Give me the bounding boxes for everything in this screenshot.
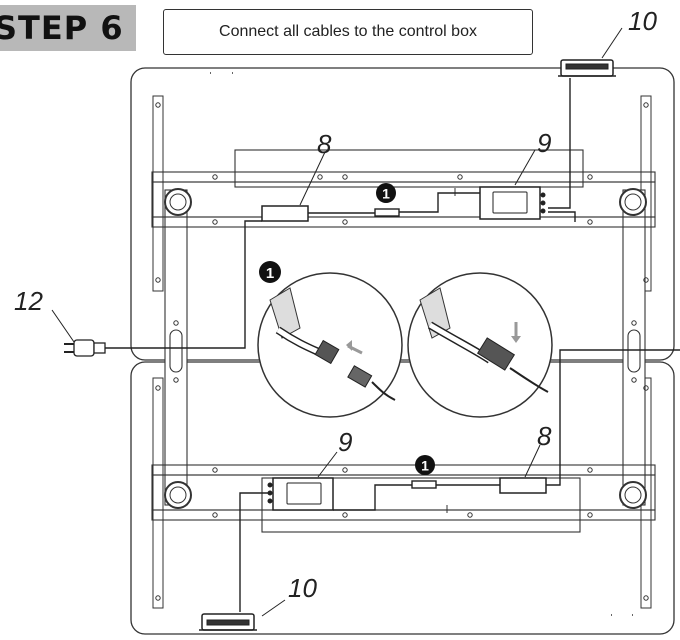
power-cord-leader	[51, 309, 75, 343]
screw-holes	[155, 102, 649, 601]
svg-text:1: 1	[382, 186, 390, 202]
step-marker-bottom: 1	[415, 455, 435, 475]
lower-control-box	[267, 477, 334, 511]
upper-tabletop	[130, 67, 675, 361]
callout-adapter-top: 8	[317, 129, 332, 159]
upper-cables	[105, 78, 576, 349]
callout-leaders	[261, 27, 623, 617]
detail-circle-before	[257, 272, 403, 418]
upper-frame	[151, 149, 656, 228]
side-brackets	[152, 95, 652, 609]
callout-adapter-bottom: 8	[537, 421, 552, 451]
lower-frame	[151, 464, 656, 533]
upper-control-box	[479, 186, 546, 220]
instruction-box: Connect all cables to the control box	[163, 9, 533, 55]
callout-control-box-top: 9	[537, 128, 551, 158]
power-cord-plug	[64, 339, 106, 357]
lower-tabletop	[130, 361, 675, 635]
lower-power-adapter	[499, 477, 547, 494]
step-badge: STEP 6	[0, 5, 136, 51]
lower-handset	[199, 613, 257, 631]
motor-wheels	[164, 188, 647, 509]
svg-text:1: 1	[266, 265, 274, 282]
callout-handset-bottom: 10	[288, 573, 317, 603]
svg-text:1: 1	[421, 458, 429, 474]
callout-power-cord: 12	[14, 286, 43, 316]
step-marker-detail: 1	[259, 261, 281, 283]
upper-power-adapter	[261, 205, 309, 222]
leg-columns	[164, 189, 646, 506]
upper-handset	[558, 59, 616, 77]
callout-handset-top: 10	[628, 6, 657, 36]
step-marker-top: 1	[376, 183, 396, 203]
lower-cables	[239, 349, 680, 612]
detail-circle-after	[407, 272, 553, 418]
callout-control-box-bottom: 9	[338, 427, 352, 457]
